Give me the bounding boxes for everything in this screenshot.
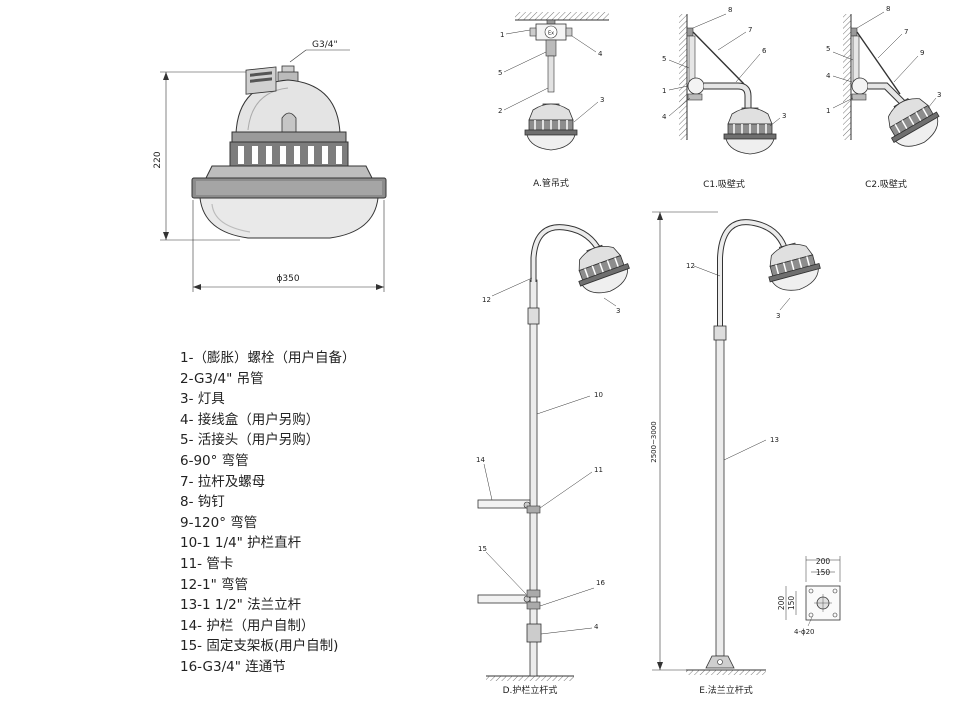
- svg-text:8: 8: [728, 6, 732, 14]
- svg-text:3: 3: [776, 312, 780, 320]
- legend-item: 7- 拉杆及螺母: [180, 473, 266, 490]
- caption-d: D.护栏立杆式: [503, 684, 558, 696]
- svg-text:3: 3: [600, 96, 604, 104]
- svg-text:200: 200: [777, 596, 786, 611]
- legend-item: 10-1 1/4" 护栏直杆: [180, 535, 302, 552]
- svg-text:5: 5: [662, 55, 666, 63]
- svg-text:12: 12: [482, 296, 491, 304]
- caption-a: A.管吊式: [533, 177, 569, 189]
- legend-item: 2-G3/4" 吊管: [180, 370, 264, 387]
- svg-text:8: 8: [886, 5, 890, 13]
- flange-plate-detail: 200 150 200 150 4-ϕ20: [777, 556, 841, 636]
- main-lamp: 220 ϕ350 G3/4": [153, 40, 387, 292]
- legend-item: 11- 管卡: [180, 555, 234, 572]
- legend-item: 5- 活接头（用户另购）: [180, 432, 320, 449]
- svg-text:10: 10: [594, 391, 603, 399]
- legend-item: 12-1" 弯管: [180, 576, 249, 593]
- legend-item: 13-1 1/2" 法兰立杆: [180, 597, 302, 614]
- installation-a: Ex A.管吊式 1 4 5 2 3: [498, 12, 609, 189]
- svg-text:1: 1: [662, 87, 666, 95]
- legend-item: 9-120° 弯管: [180, 514, 258, 531]
- svg-text:4: 4: [662, 113, 667, 121]
- installation-c2: C2.吸壁式 8 7 5 4 9 1 3: [826, 5, 948, 190]
- svg-text:14: 14: [476, 456, 485, 464]
- svg-text:7: 7: [748, 26, 752, 34]
- installation-e: 2500~3000 E.法兰立杆式 12 3 13 200 150 200: [650, 211, 841, 696]
- svg-text:4-ϕ20: 4-ϕ20: [794, 628, 815, 636]
- svg-text:7: 7: [904, 28, 908, 36]
- svg-text:1: 1: [500, 31, 504, 39]
- svg-text:150: 150: [787, 596, 796, 611]
- legend-item: 1-（膨胀）螺栓（用户自备）: [180, 350, 356, 366]
- svg-text:4: 4: [826, 72, 831, 80]
- svg-text:9: 9: [920, 49, 924, 57]
- svg-text:3: 3: [937, 91, 941, 99]
- svg-text:4: 4: [594, 623, 599, 631]
- height-dimension-label: 220: [153, 151, 163, 168]
- legend-item: 4- 接线盒（用户另购）: [180, 411, 320, 428]
- svg-text:1: 1: [826, 107, 830, 115]
- svg-text:5: 5: [498, 69, 502, 77]
- svg-text:13: 13: [770, 436, 779, 444]
- legend-item: 16-G3/4" 连通节: [180, 658, 286, 675]
- legend-item: 3- 灯具: [180, 391, 225, 408]
- svg-text:3: 3: [616, 307, 620, 315]
- svg-text:2: 2: [498, 107, 502, 115]
- installation-d: D.护栏立杆式 12 3 10 14 11 15 16 4: [476, 224, 636, 696]
- junction-box-mark: Ex: [548, 31, 554, 37]
- legend-item: 15- 固定支架板(用户自制): [180, 638, 339, 655]
- thread-label: G3/4": [312, 40, 338, 50]
- diameter-dimension-label: ϕ350: [276, 274, 299, 284]
- svg-text:200: 200: [816, 557, 831, 566]
- installation-c1: C1.吸壁式 8 7 6 5 1 4 3: [662, 6, 786, 190]
- pole-height-label: 2500~3000: [650, 421, 658, 463]
- caption-c2: C2.吸壁式: [865, 178, 907, 190]
- svg-text:6: 6: [762, 47, 767, 55]
- legend-item: 14- 护栏（用户自制）: [180, 617, 315, 634]
- parts-legend: 1-（膨胀）螺栓（用户自备） 2-G3/4" 吊管 3- 灯具 4- 接线盒（用…: [180, 348, 480, 678]
- svg-text:15: 15: [478, 545, 487, 553]
- legend-item: 8- 钩钉: [180, 494, 225, 511]
- caption-e: E.法兰立杆式: [699, 684, 753, 696]
- svg-text:12: 12: [686, 262, 695, 270]
- caption-c1: C1.吸壁式: [703, 178, 745, 190]
- svg-text:11: 11: [594, 466, 603, 474]
- svg-text:16: 16: [596, 579, 605, 587]
- legend-item: 6-90° 弯管: [180, 452, 249, 469]
- svg-text:4: 4: [598, 50, 603, 58]
- svg-text:150: 150: [816, 568, 831, 577]
- svg-text:5: 5: [826, 45, 830, 53]
- svg-text:3: 3: [782, 112, 786, 120]
